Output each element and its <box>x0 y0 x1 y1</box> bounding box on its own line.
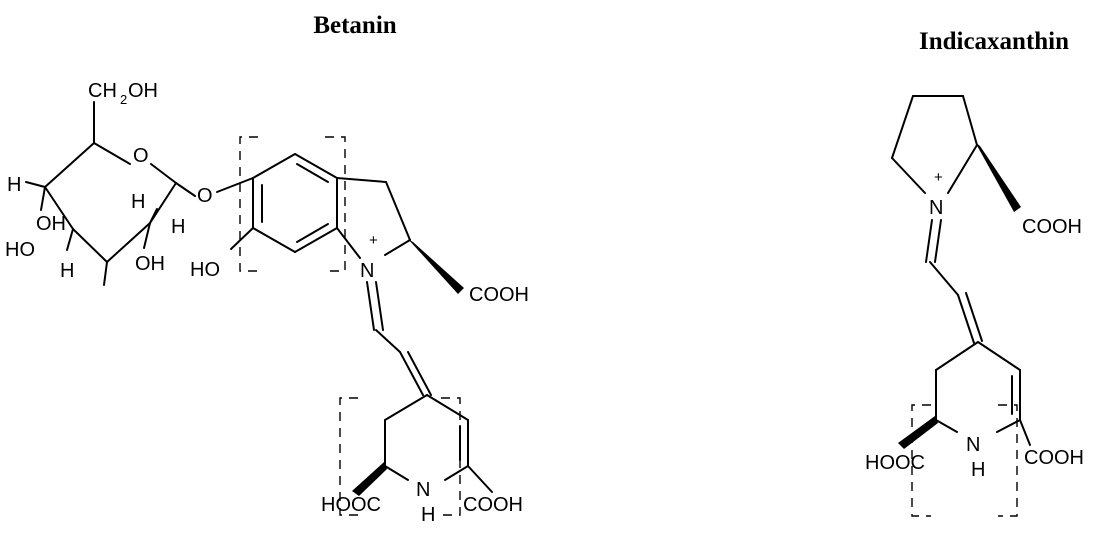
vinyl-chain <box>366 281 432 396</box>
glucose-ring <box>25 101 196 286</box>
amine-hydrogen-indica: H <box>971 459 985 481</box>
pyrroline-ring <box>336 177 411 259</box>
dihydropyridine-ring-indica <box>935 341 1031 446</box>
highlight-boxes <box>239 136 461 516</box>
ho-left: HO <box>5 239 35 261</box>
amine-hydrogen: H <box>421 504 435 526</box>
amine-nitrogen-indica: N <box>966 434 980 456</box>
oh-upper: OH <box>36 213 66 235</box>
hooc-indica: HOOC <box>865 452 925 474</box>
stereo-wedge <box>408 239 464 294</box>
h-bottom: H <box>60 260 74 282</box>
positive-charge-indica: + <box>934 169 943 186</box>
hooc-bottom: HOOC <box>321 494 381 516</box>
h-mid: H <box>131 191 145 213</box>
h-right: H <box>171 216 185 238</box>
benzene-ring <box>216 153 338 253</box>
indoline-nitrogen: N <box>360 260 374 282</box>
amine-nitrogen: N <box>416 479 430 501</box>
stereo-wedge-lower <box>352 462 387 496</box>
vinyl-chain-indica <box>925 219 983 344</box>
dihydropyridine-ring <box>384 394 493 493</box>
indicaxanthin-structure: Indicaxanthin N + COOH <box>865 28 1084 517</box>
ch2oh-subscript: 2 <box>120 92 127 107</box>
betanin-structure: Betanin CH 2 OH O O H OH H HO H H <box>5 12 529 526</box>
ho-phenol: HO <box>190 259 220 281</box>
stereo-wedge-hooc <box>898 416 938 449</box>
ch2oh-oh: OH <box>128 80 158 102</box>
cooh-bottom: COOH <box>463 494 523 516</box>
stereo-wedge-top <box>975 142 1021 212</box>
cooh-right-indica: COOH <box>1024 447 1084 469</box>
cooh-right: COOH <box>469 284 529 306</box>
pyrrolidine-nitrogen: N <box>929 197 943 219</box>
glycosidic-oxygen: O <box>197 185 213 207</box>
h-left: H <box>7 174 21 196</box>
positive-charge: + <box>369 232 378 249</box>
betanin-title: Betanin <box>313 12 396 39</box>
ch2oh-ch: CH <box>88 80 117 102</box>
oh-bottom: OH <box>135 253 165 275</box>
indicaxanthin-title: Indicaxanthin <box>919 28 1069 55</box>
pyrrolidine-ring <box>891 95 978 194</box>
glucose-ring-oxygen: O <box>133 145 149 167</box>
cooh-top: COOH <box>1022 216 1082 238</box>
